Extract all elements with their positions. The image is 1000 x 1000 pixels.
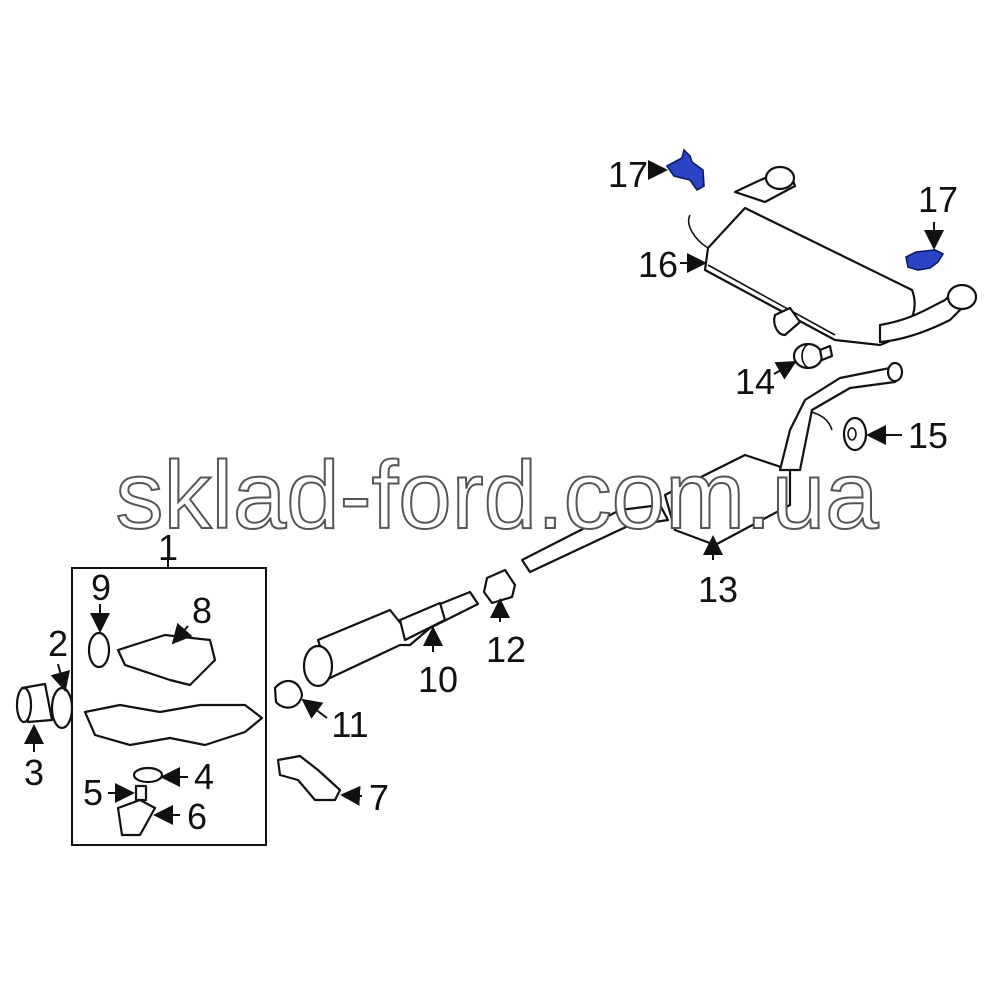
insulator[interactable] (792, 342, 834, 370)
heat-shield[interactable] (116, 633, 217, 687)
gasket-7[interactable] (276, 754, 342, 802)
callout-5: 5 (83, 772, 103, 813)
callout-15: 15 (908, 415, 948, 456)
clamp[interactable] (482, 568, 517, 605)
callout-3: 3 (24, 752, 44, 793)
rear-muffler[interactable] (688, 165, 978, 347)
gasket-11[interactable] (273, 679, 304, 709)
callout-16: 16 (638, 244, 678, 285)
callout-17-left: 17 (608, 154, 648, 195)
callout-2: 2 (48, 623, 68, 664)
front-pipe-catalyst[interactable] (302, 590, 480, 688)
center-pipe-resonator[interactable] (520, 361, 904, 574)
catalytic-converter[interactable] (83, 703, 264, 747)
callout-7: 7 (369, 777, 389, 818)
callout-12: 12 (486, 629, 526, 670)
callout-13: 13 (698, 569, 738, 610)
callout-17-right: 17 (918, 179, 958, 220)
callout-4: 4 (194, 756, 214, 797)
seal-2[interactable] (50, 686, 74, 730)
bolt[interactable] (134, 784, 148, 802)
hanger-bracket-right[interactable] (905, 249, 945, 271)
callout-10: 10 (418, 659, 458, 700)
hanger-bracket-left[interactable] (665, 148, 705, 192)
bracket[interactable] (116, 798, 157, 837)
callout-9: 9 (91, 567, 111, 608)
pipe-connector[interactable] (15, 682, 54, 724)
gasket-4[interactable] (132, 766, 164, 784)
callout-14: 14 (735, 361, 775, 402)
seal-9[interactable] (87, 631, 111, 669)
leader-lines (24, 160, 944, 825)
callout-6: 6 (187, 796, 207, 837)
callout-11: 11 (331, 704, 368, 745)
watermark: sklad-ford.com.ua (116, 442, 880, 549)
insulator-15[interactable] (842, 416, 868, 452)
callout-8: 8 (192, 590, 212, 631)
callout-1: 1 (158, 527, 178, 568)
